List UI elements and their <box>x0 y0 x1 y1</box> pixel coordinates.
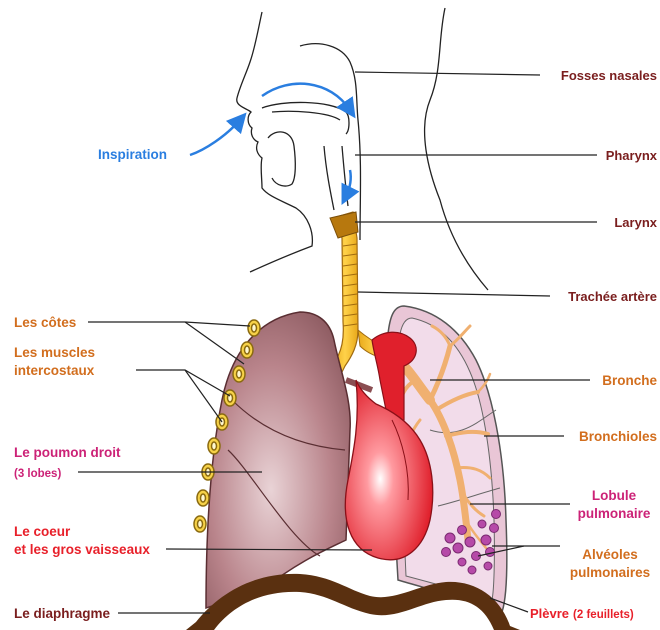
label-plevre: Plèvre (2 feuillets) <box>530 606 634 621</box>
label-fosses-nasales: Fosses nasales <box>561 68 657 83</box>
label-lobule-1: Lobule <box>592 488 637 503</box>
airflow-arrows <box>190 84 351 196</box>
label-alveoles-1: Alvéoles <box>582 547 638 562</box>
label-pharynx: Pharynx <box>606 148 658 163</box>
head-outline <box>237 8 488 290</box>
label-plevre-2: (2 feuillets) <box>573 609 634 621</box>
label-muscles-1: Les muscles <box>14 345 95 360</box>
label-trachee: Trachée artère <box>568 289 657 304</box>
label-poumon-2: (3 lobes) <box>14 468 61 480</box>
label-muscles-2: intercostaux <box>14 363 95 378</box>
label-alveoles-2: pulmonaires <box>570 565 650 580</box>
label-bronchioles: Bronchioles <box>579 429 657 444</box>
label-plevre-1: Plèvre <box>530 606 569 621</box>
label-poumon-1: Le poumon droit <box>14 445 121 460</box>
label-lobule-2: pulmonaire <box>578 506 651 521</box>
label-diaphragme: Le diaphragme <box>14 606 111 621</box>
label-inspiration: Inspiration <box>98 147 167 162</box>
label-cotes: Les côtes <box>14 315 76 330</box>
label-larynx: Larynx <box>614 215 657 230</box>
label-coeur-2: et les gros vaisseaux <box>14 542 150 557</box>
label-coeur-1: Le coeur <box>14 524 71 539</box>
label-bronche: Bronche <box>602 373 657 388</box>
